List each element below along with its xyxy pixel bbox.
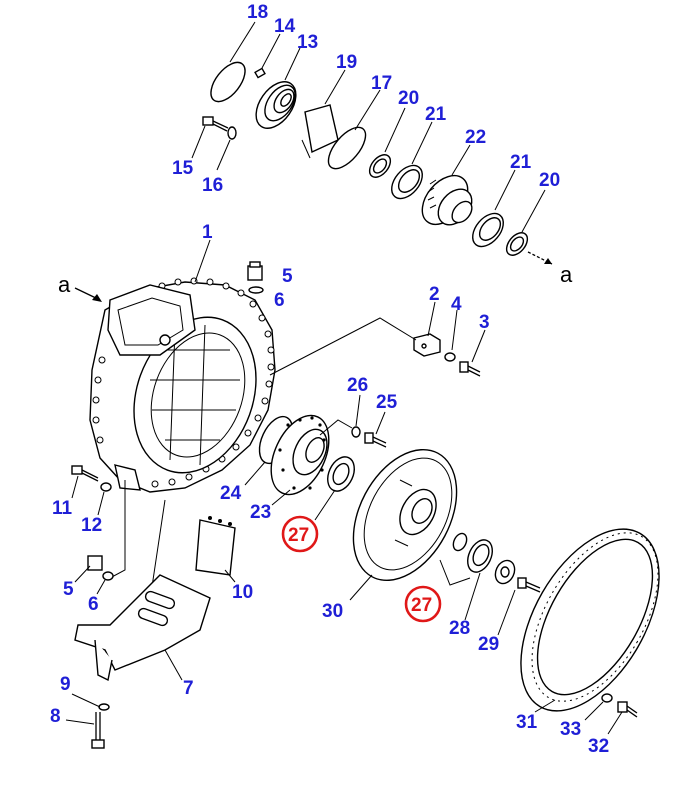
leader-lines [65, 21, 623, 735]
callout-20-lower: 20 [539, 170, 560, 191]
part-2-bracket [413, 333, 441, 357]
callout-33: 33 [560, 719, 581, 740]
callout-29: 29 [478, 634, 499, 655]
callout-27-lower: 27 [411, 595, 432, 616]
callout-31: 31 [516, 712, 538, 733]
callout-21-lower: 21 [510, 152, 532, 173]
callout-4: 4 [451, 294, 462, 315]
part-5-plug-lower [87, 555, 103, 571]
callout-14: 14 [274, 16, 296, 37]
part-10-plate [195, 516, 236, 576]
part-14-plug [254, 67, 266, 79]
callout-24: 24 [220, 483, 242, 504]
callout-32: 32 [588, 736, 609, 757]
part-25-bolt [364, 432, 387, 448]
view-arrow-right [527, 251, 553, 265]
callout-1: 1 [202, 222, 213, 243]
callout-17: 17 [371, 73, 392, 94]
leader-housing-to-bracket [269, 317, 417, 376]
callout-18: 18 [247, 2, 268, 23]
part-21-bearing-upper [391, 164, 423, 200]
part-16-washer [227, 126, 237, 140]
leader-cover-to-washer [319, 419, 353, 436]
callout-5-upper: 5 [282, 266, 293, 287]
view-label-left: a [58, 272, 71, 297]
callout-23: 23 [250, 502, 271, 523]
part-12-washer [100, 482, 112, 492]
part-26-washer [351, 426, 361, 438]
callout-16: 16 [202, 175, 223, 196]
callout-5-lower: 5 [63, 579, 74, 600]
part-4-washer [444, 352, 456, 362]
callout-19: 19 [336, 52, 357, 73]
callout-27-lower-ring [404, 585, 442, 623]
leader-housing-to-plug [109, 480, 126, 579]
view-arrow-left [74, 287, 102, 302]
callout-6-lower: 6 [88, 594, 99, 615]
callout-11: 11 [52, 498, 73, 519]
callout-30: 30 [322, 601, 343, 622]
callout-15: 15 [172, 158, 194, 179]
part-21-bearing-lower [472, 212, 504, 248]
callout-22: 22 [465, 127, 486, 148]
callout-26: 26 [347, 375, 368, 396]
callout-6-upper: 6 [274, 290, 285, 311]
part-6-o-ring-lower [102, 571, 114, 581]
part-20-spacer-lower [505, 232, 529, 256]
part-33-washer [601, 693, 613, 703]
leader-bearing-pair [439, 559, 471, 586]
part-11-bolt [71, 465, 99, 482]
part-27-bearing-lower [452, 532, 468, 552]
callout-7: 7 [183, 678, 194, 699]
part-8-bolt [91, 712, 105, 749]
part-9-washer [98, 703, 110, 711]
callout-28: 28 [449, 618, 470, 639]
part-20-spacer-upper [368, 154, 392, 178]
callout-20-upper: 20 [398, 88, 419, 109]
callout-25: 25 [376, 392, 398, 413]
callout-21-upper: 21 [425, 104, 447, 125]
callout-8: 8 [50, 706, 61, 727]
part-28-bearing [467, 539, 493, 573]
callout-10: 10 [232, 582, 253, 603]
part-31-ring-gear [520, 528, 660, 712]
part-30-carrier [352, 448, 458, 582]
callout-9: 9 [60, 674, 71, 695]
view-label-right: a [560, 262, 573, 287]
part-3-bolt [459, 361, 481, 377]
part-27-bearing-upper [327, 456, 355, 492]
part-5-plug-upper [247, 261, 263, 281]
part-17-o-ring [327, 126, 367, 170]
callout-12: 12 [81, 515, 102, 536]
part-23-cover [270, 414, 330, 496]
callout-27-upper: 27 [288, 525, 309, 546]
callout-2: 2 [429, 284, 440, 305]
part-32-bolt [617, 701, 638, 718]
callout-3: 3 [479, 312, 490, 333]
part-29-bolt [494, 559, 541, 593]
part-7-guard [74, 574, 211, 682]
callout-13: 13 [297, 32, 318, 53]
part-6-o-ring-upper [248, 286, 264, 294]
part-13-seal-cage [255, 81, 297, 129]
part-1-housing [89, 277, 276, 493]
part-18-snap-ring [210, 61, 246, 103]
part-15-bolt [202, 116, 229, 132]
callout-27-upper-ring [281, 515, 319, 553]
part-22-gear [421, 174, 473, 226]
